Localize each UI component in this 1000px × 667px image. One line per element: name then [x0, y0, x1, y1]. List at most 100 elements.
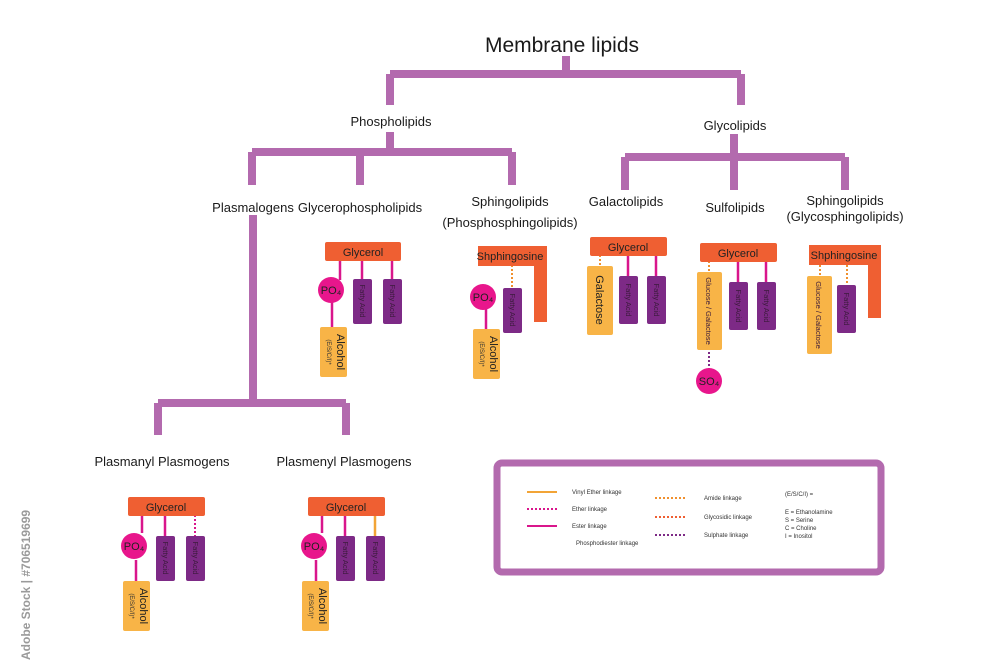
glucose-galactose-box	[697, 272, 722, 350]
fatty-acid-box	[619, 276, 638, 324]
label-glycosphingolipids: (Glycosphingolipids)	[786, 209, 903, 224]
glycerol-box	[325, 242, 401, 261]
alcohol-sub-label: (E/S/C/I)*	[325, 339, 331, 365]
fatty-acid-label: Fatty Acid	[371, 542, 380, 575]
fatty-acid-label: Fatty Acid	[734, 290, 743, 323]
sulfolipid-structure: Glycerol Glucose / Galactose Fatty Acid …	[696, 243, 777, 394]
side-watermark: Adobe Stock | #706519699	[19, 510, 33, 660]
po4-label: PO₄	[304, 541, 325, 553]
po4-circle	[121, 533, 147, 559]
fatty-acid-box	[383, 279, 402, 324]
glycerol-label: Glycerol	[326, 502, 366, 514]
legend-key-e: E = Ethanolamine	[785, 510, 833, 516]
fatty-acid-box	[757, 282, 776, 330]
po4-circle	[318, 277, 344, 303]
alcohol-label: Alcohol	[137, 588, 149, 624]
fatty-acid-box	[353, 279, 372, 324]
label-sulfolipids: Sulfolipids	[705, 200, 765, 215]
so4-label: SO₄	[699, 376, 720, 388]
label-plasmalogens: Plasmalogens	[212, 200, 294, 215]
legend-ether: Ether linkage	[572, 507, 608, 513]
glycerol-box	[700, 243, 777, 262]
legend-glycosidic: Glycosidic linkage	[704, 515, 753, 521]
fatty-acid-label: Fatty Acid	[161, 542, 170, 575]
sphingosine-label: Shphingosine	[477, 251, 544, 263]
alcohol-box	[320, 327, 347, 377]
alcohol-label: Alcohol	[334, 334, 346, 370]
galactolipid-structure: Glycerol Galactose Fatty Acid Fatty Acid	[587, 237, 667, 335]
glycerol-label: Glycerol	[146, 502, 186, 514]
label-phosphosphingolipids: (Phosphosphingolipids)	[442, 215, 577, 230]
tree-connectors	[154, 56, 849, 435]
legend-ester: Ester linkage	[572, 524, 607, 530]
po4-label: PO₄	[124, 541, 145, 553]
alcohol-sub-label: (E/S/C/I)*	[478, 341, 484, 367]
fatty-acid-label: Fatty Acid	[358, 285, 367, 318]
fatty-acid-label: Fatty Acid	[388, 285, 397, 318]
fatty-acid-label: Fatty Acid	[842, 293, 851, 326]
label-galactolipids: Galactolipids	[589, 194, 664, 209]
po4-label: PO₄	[473, 292, 494, 304]
fatty-acid-label: Fatty Acid	[191, 542, 200, 575]
sphingosine-label: Shphingosine	[811, 250, 878, 262]
glycerol-label: Glycerol	[718, 248, 758, 260]
glucose-galactose-label: Glucose / Galactose	[814, 281, 823, 349]
fatty-acid-label: Fatty Acid	[341, 542, 350, 575]
po4-circle	[470, 284, 496, 310]
glycerol-box	[590, 237, 667, 256]
fatty-acid-box	[336, 536, 355, 581]
alcohol-sub-label: (E/S/C/I)*	[307, 593, 313, 619]
fatty-acid-box	[837, 285, 856, 333]
alcohol-label: Alcohol	[487, 336, 499, 372]
sphingosine-shape	[478, 246, 547, 322]
fatty-acid-box	[186, 536, 205, 581]
legend-key-c: C = Choline	[785, 526, 817, 532]
legend-key-s: S = Serine	[785, 518, 814, 524]
diagram-title: Membrane lipids	[485, 34, 639, 57]
label-plasmanyl: Plasmanyl Plasmogens	[94, 454, 230, 469]
legend-sulphate: Sulphate linkage	[704, 533, 749, 539]
legend-phosphodiester: Phosphodiester linkage	[576, 541, 639, 547]
legend-key-i: I = Inositol	[785, 534, 813, 540]
so4-circle	[696, 368, 722, 394]
glycerol-label: Glycerol	[343, 247, 383, 259]
label-sphingolipids-phospho: Sphingolipids	[471, 194, 549, 209]
glycerol-label: Glycerol	[608, 242, 648, 254]
glycerophospholipid-structure: Glycerol PO₄ Fatty Acid Fatty Acid Alcoh…	[318, 242, 402, 377]
label-sphingolipids-glyco: Sphingolipids	[806, 193, 884, 208]
plasmenyl-structure: Glycerol PO₄ Fatty Acid Fatty Acid Alcoh…	[301, 497, 385, 631]
alcohol-box	[123, 581, 150, 631]
glucose-galactose-box	[807, 276, 832, 354]
fatty-acid-label: Fatty Acid	[652, 284, 661, 317]
fatty-acid-box	[729, 282, 748, 330]
po4-circle	[301, 533, 327, 559]
label-glycerophospholipids: Glycerophospholipids	[298, 200, 423, 215]
fatty-acid-label: Fatty Acid	[624, 284, 633, 317]
plasmanyl-structure: Glycerol PO₄ Fatty Acid Fatty Acid Alcoh…	[121, 497, 205, 631]
fatty-acid-label: Fatty Acid	[508, 294, 517, 327]
alcohol-box	[473, 329, 500, 379]
alcohol-box	[302, 581, 329, 631]
fatty-acid-box	[503, 288, 522, 333]
fatty-acid-box	[156, 536, 175, 581]
legend-amide: Amide linkage	[704, 496, 742, 502]
label-glycolipids: Glycolipids	[704, 118, 767, 133]
alcohol-label: Alcohol	[316, 588, 328, 624]
galactose-label: Galactose	[593, 275, 605, 325]
po4-label: PO₄	[321, 285, 342, 297]
glycerol-box	[308, 497, 385, 516]
fatty-acid-box	[647, 276, 666, 324]
sphingosine-shape	[809, 245, 881, 318]
fatty-acid-label: Fatty Acid	[762, 290, 771, 323]
glycosphingolipid-structure: Shphingosine Glucose / Galactose Fatty A…	[807, 245, 881, 354]
fatty-acid-box	[366, 536, 385, 581]
label-phospholipids: Phospholipids	[351, 114, 432, 129]
glucose-galactose-label: Glucose / Galactose	[704, 277, 713, 345]
phosphosphingolipid-structure: Shphingosine PO₄ Fatty Acid Alcohol (E/S…	[470, 246, 547, 379]
alcohol-sub-label: (E/S/C/I)*	[128, 593, 134, 619]
galactose-box	[587, 266, 613, 335]
legend-vinyl-ether: Vinyl Ether linkage	[572, 490, 622, 496]
legend-key-title: (E/S/C/I) =	[785, 492, 814, 498]
legend-box: Vinyl Ether linkage Ether linkage Ester …	[493, 459, 885, 576]
